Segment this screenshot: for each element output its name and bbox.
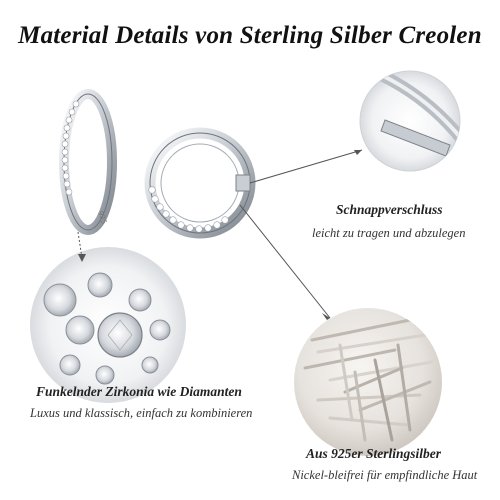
silver-description: Nickel-bleifrei für empfindliche Haut <box>292 468 478 482</box>
callout-line-zirconia <box>77 231 83 259</box>
earring-front-view <box>144 127 256 239</box>
callout-arrow-zirconia <box>78 254 86 262</box>
earring-side-view: 925 <box>59 89 117 235</box>
callout-line-silver <box>239 204 331 319</box>
zirconia-heading: Funkelnder Zirkonia wie Diamanten <box>36 384 242 399</box>
clasp-heading: Schnappverschluss <box>336 202 443 217</box>
silver-heading: Aus 925er Sterlingsilber <box>306 446 442 461</box>
page-title: Material Details von Sterling Silber Cre… <box>18 22 482 49</box>
callout-arrow-silver <box>322 313 330 320</box>
clasp-detail-circle <box>359 70 461 172</box>
silver-detail-circle <box>294 308 442 456</box>
callout-lines <box>77 149 363 320</box>
callout-line-clasp <box>249 149 363 184</box>
callout-arrow-clasp <box>354 150 362 155</box>
zirconia-detail-circle <box>30 247 186 403</box>
clasp-description: leicht zu tragen und abzulegen <box>312 226 466 240</box>
zirconia-description: Luxus und klassisch, einfach zu kombinie… <box>30 406 253 420</box>
